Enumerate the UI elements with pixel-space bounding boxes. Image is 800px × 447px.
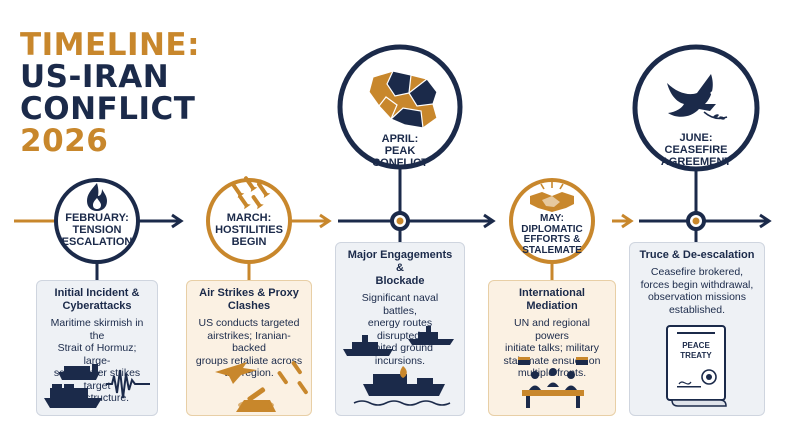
card-title: Air Strikes & Proxy Clashes (199, 287, 299, 312)
page-title-line2: US-IRAN (20, 59, 170, 95)
stage-card-may: International Mediation UN and regional … (488, 280, 616, 416)
card-description: Maritime skirmish in the Strait of Hormu… (50, 317, 144, 404)
stage-label-march: MARCH: HOSTILITIES BEGIN (211, 212, 287, 248)
iran-map-icon (368, 70, 438, 129)
flame-icon (87, 183, 107, 211)
stage-month: MARCH: (226, 212, 272, 224)
missiles-icon (230, 176, 271, 210)
timeline-node-core (692, 217, 700, 225)
stage-title: DIPLOMATIC EFFORTS & STALEMATE (521, 223, 583, 256)
card-title: Truce & De-escalation (639, 249, 755, 261)
card-title: International Mediation (518, 287, 585, 312)
card-title: Initial Incident & Cyberattacks (54, 287, 140, 312)
handshake-icon (530, 182, 574, 212)
stage-label-may: MAY: DIPLOMATIC EFFORTS & STALEMATE (514, 213, 590, 256)
stage-month: JUNE: (679, 132, 713, 144)
card-description: US conducts targeted airstrikes; Iranian… (195, 317, 303, 379)
card-description: Significant naval battles, energy routes… (361, 292, 439, 367)
arrowhead (319, 213, 332, 229)
stage-title: HOSTILITIES BEGIN (215, 224, 283, 248)
stage-month: APRIL: (381, 133, 419, 145)
arrowhead (759, 213, 772, 229)
stage-month: FEBRUARY: (65, 212, 129, 224)
arrowhead (621, 213, 634, 229)
page-title-line1: TIMELINE: (20, 27, 201, 63)
stage-card-june: Truce & De-escalation Ceasefire brokered… (629, 242, 765, 416)
card-title: Major Engagements & Blockade (347, 249, 453, 287)
stage-month: MAY: (540, 213, 564, 224)
arrowhead (483, 213, 496, 229)
timeline-node-core (396, 217, 404, 225)
stage-title: TENSION ESCALATION (61, 224, 133, 248)
stage-title: CEASEFIRE AGREEMENT (660, 144, 732, 168)
stage-circle-february (54, 178, 140, 264)
timeline-connectors (14, 213, 772, 229)
page-title-line3: CONFLICT (20, 91, 196, 127)
stage-label-february: FEBRUARY: TENSION ESCALATION (59, 212, 135, 248)
card-description: UN and regional powers initiate talks; m… (503, 317, 601, 379)
stage-title: PEAK CONFLICT (372, 145, 428, 169)
stage-card-march: Air Strikes & Proxy Clashes US conducts … (186, 280, 312, 416)
stage-label-april: APRIL: PEAK CONFLICT (360, 133, 440, 169)
stage-card-february: Initial Incident & Cyberattacks Maritime… (36, 280, 158, 416)
stage-card-april: Major Engagements & Blockade Significant… (335, 242, 465, 416)
stage-label-june: JUNE: CEASEFIRE AGREEMENT (651, 132, 741, 168)
card-description: Ceasefire brokered, forces begin withdra… (640, 266, 754, 316)
dove-icon (667, 74, 728, 120)
arrowhead (171, 213, 184, 229)
page-title-line4: 2026 (20, 123, 109, 159)
